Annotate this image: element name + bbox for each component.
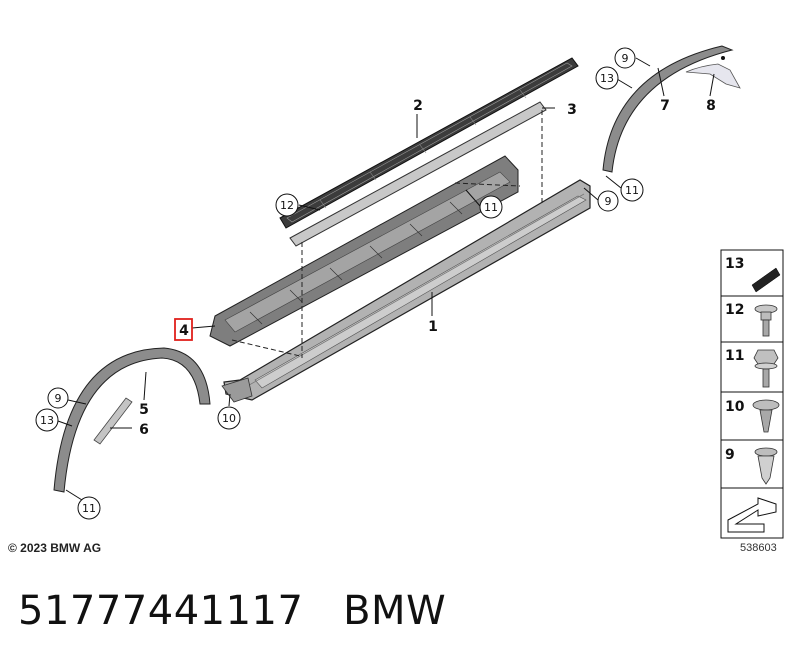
legend-row-11: 11 <box>725 348 779 388</box>
part-8-holder[interactable] <box>685 56 741 89</box>
part-6-moulding-strip[interactable] <box>93 397 133 445</box>
alignment-lines <box>231 110 543 358</box>
callout-4: 4 <box>179 323 189 339</box>
circled-callout-11: 11 <box>479 195 503 219</box>
svg-text:12: 12 <box>280 199 294 212</box>
circled-callout-11: 11 <box>620 178 644 202</box>
callout-7: 7 <box>660 98 670 114</box>
circled-callout-11: 11 <box>77 496 101 520</box>
circled-callout-13: 13 <box>35 408 59 432</box>
callout-8: 8 <box>706 98 716 114</box>
copyright-text: © 2023 BMW AG <box>8 541 102 555</box>
svg-text:13: 13 <box>600 72 614 85</box>
svg-text:11: 11 <box>725 348 744 364</box>
part-number-line: 51777441117 BMW <box>18 588 446 634</box>
legend-row-9: 9 <box>725 447 778 485</box>
legend-row-12: 12 <box>725 302 778 337</box>
circled-callout-9: 9 <box>614 47 636 69</box>
callout-3: 3 <box>567 102 577 118</box>
svg-text:9: 9 <box>725 447 735 463</box>
legend-direction-arrow-icon <box>727 497 777 533</box>
svg-text:9: 9 <box>622 52 629 65</box>
callout-5: 5 <box>139 402 149 418</box>
part-number: 51777441117 <box>18 588 304 634</box>
part-7-rear-wheel-arch[interactable] <box>602 45 734 173</box>
part-1-sill-panel[interactable] <box>223 179 591 401</box>
svg-text:11: 11 <box>484 201 498 214</box>
diagram-number: 538603 <box>740 542 777 554</box>
svg-text:10: 10 <box>725 399 745 415</box>
callout-6: 6 <box>139 422 149 438</box>
circled-callout-9: 9 <box>597 190 619 212</box>
leader-lines <box>57 57 715 506</box>
circled-callout-9: 9 <box>47 387 69 409</box>
circled-callout-12: 12 <box>275 193 299 217</box>
callout-1: 1 <box>428 319 438 335</box>
brand-name: BMW <box>343 588 447 634</box>
part-5-front-wheel-arch[interactable] <box>53 347 211 493</box>
svg-text:13: 13 <box>40 414 54 427</box>
fastener-legend: 13 12 11 10 9 <box>720 249 784 539</box>
part-3-seal-strip[interactable] <box>289 101 547 247</box>
legend-row-10: 10 <box>725 399 780 433</box>
part-2-grille-strip[interactable] <box>279 57 579 229</box>
legend-row-13: 13 <box>725 256 781 293</box>
circled-callout-10: 10 <box>217 406 241 430</box>
circled-callout-13: 13 <box>595 66 619 90</box>
svg-text:11: 11 <box>82 502 96 515</box>
callout-4-highlighted[interactable]: 4 <box>174 318 193 341</box>
svg-text:10: 10 <box>222 412 236 425</box>
svg-text:12: 12 <box>725 302 744 318</box>
svg-text:13: 13 <box>725 256 744 272</box>
callout-2: 2 <box>413 98 423 114</box>
part-4-carrier-bracket[interactable] <box>209 155 519 347</box>
svg-text:9: 9 <box>55 392 62 405</box>
svg-text:9: 9 <box>605 195 612 208</box>
svg-text:11: 11 <box>625 184 639 197</box>
